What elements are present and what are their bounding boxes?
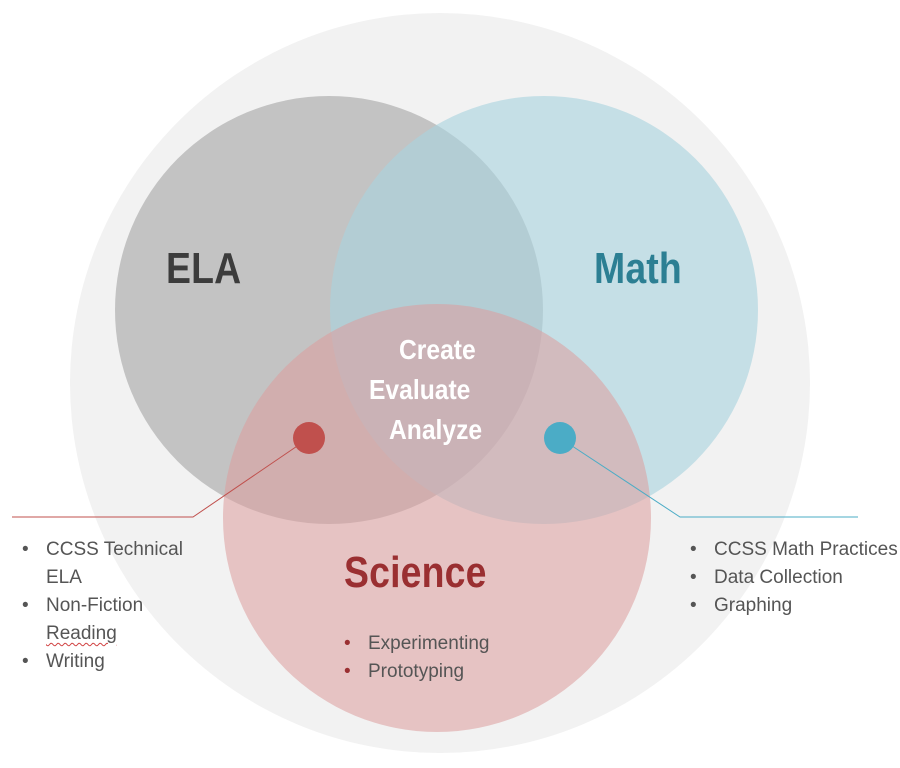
list-item: CCSS Technical ELA xyxy=(22,536,192,592)
list-item: Experimenting xyxy=(344,630,544,658)
list-item: Data Collection xyxy=(690,564,900,592)
science-title: Science xyxy=(344,548,487,597)
list-item: Prototyping xyxy=(344,658,544,686)
center-term-evaluate: Evaluate xyxy=(369,374,471,405)
ela-science-dot xyxy=(293,422,325,454)
spellcheck-word: Reading xyxy=(46,623,117,644)
science-circle xyxy=(223,304,651,732)
science-list: Experimenting Prototyping xyxy=(344,630,544,686)
math-science-list: CCSS Math Practices Data Collection Grap… xyxy=(690,536,900,620)
list-item: Non-Fiction Reading xyxy=(22,592,192,648)
list-item-text: Non-Fiction Reading xyxy=(46,595,144,644)
math-title: Math xyxy=(594,244,682,293)
ela-science-list: CCSS Technical ELA Non-Fiction Reading W… xyxy=(22,536,192,676)
ela-connector-line xyxy=(12,437,310,518)
math-science-dot xyxy=(544,422,576,454)
center-term-analyze: Analyze xyxy=(389,414,483,445)
list-item: Graphing xyxy=(690,592,900,620)
math-connector-line xyxy=(559,437,858,518)
center-term-create: Create xyxy=(399,334,476,365)
list-item: Writing xyxy=(22,648,192,676)
list-item: CCSS Math Practices xyxy=(690,536,900,564)
ela-title: ELA xyxy=(166,244,242,293)
